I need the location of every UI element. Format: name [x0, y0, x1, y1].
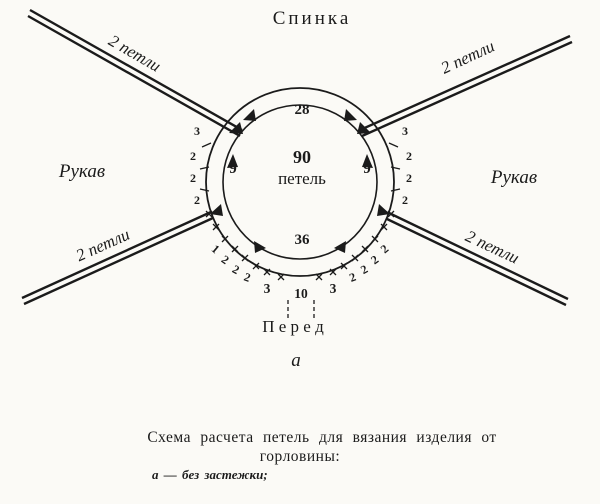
direction-arrows — [210, 109, 390, 253]
bottom-right-big-count: 3 — [330, 281, 337, 296]
count: 2 — [194, 193, 200, 207]
x-mark-icon — [221, 235, 229, 243]
sleeve-right-label: Рукав — [490, 167, 537, 188]
count: 3 — [402, 124, 408, 138]
x-mark-icon — [315, 273, 323, 281]
center-stitch-unit: петель — [278, 169, 326, 188]
right-stitch-count: 9 — [363, 161, 371, 177]
front-leader-lines — [287, 300, 315, 318]
x-mark-icon — [205, 210, 213, 218]
tick-icon — [199, 188, 210, 192]
x-mark-icon — [231, 245, 239, 253]
x-mark-icon — [241, 254, 249, 262]
raglan-line-bottom-left — [21, 210, 214, 306]
count: 2 — [402, 193, 408, 207]
front-label: П е р е д — [262, 317, 324, 336]
stitch-x-marks — [205, 210, 395, 281]
count: 2 — [358, 262, 370, 277]
caption-note: а — без застежки; — [152, 467, 268, 482]
x-mark-icon — [252, 262, 260, 270]
left-column-counts: 3 2 2 2 — [190, 124, 200, 207]
left-stitch-count: 9 — [229, 161, 237, 177]
x-mark-icon — [351, 254, 359, 262]
count: 2 — [406, 149, 412, 163]
center-stitch-value: 90 — [293, 147, 311, 167]
arrow-icon — [227, 154, 238, 168]
caption-line1: Схема расчета петель для вязания изделия… — [147, 429, 496, 446]
bottom-left-big-count: 3 — [264, 281, 271, 296]
count: 2 — [406, 171, 412, 185]
count: 2 — [190, 171, 196, 185]
count: 2 — [190, 149, 196, 163]
arrow-icon — [334, 241, 346, 253]
arrow-icon — [243, 109, 256, 121]
raglan-line-bottom-right — [386, 211, 569, 307]
arrow-icon — [357, 122, 371, 134]
top-stitch-count: 28 — [295, 102, 310, 118]
x-mark-icon — [380, 223, 388, 231]
count: 2 — [242, 270, 252, 285]
raglan-line-top-left — [27, 8, 243, 138]
tick-icon — [390, 166, 401, 170]
raglan-line-top-right — [359, 34, 573, 138]
arrow-icon — [362, 154, 373, 168]
tick-icon — [390, 188, 401, 192]
x-mark-icon — [263, 268, 271, 276]
x-mark-icon — [361, 245, 369, 253]
back-label: Спинка — [273, 8, 352, 29]
tick-marks — [199, 142, 401, 192]
caption-line2: горловины: — [260, 448, 340, 465]
tick-icon — [388, 142, 399, 148]
count: 2 — [230, 262, 242, 277]
sleeve-left-label: Рукав — [58, 161, 105, 182]
right-column-counts: 3 2 2 2 — [402, 124, 412, 207]
outer-circle — [205, 87, 395, 277]
arrow-icon — [229, 122, 243, 134]
x-mark-icon — [340, 262, 348, 270]
tick-icon — [199, 166, 210, 170]
tick-icon — [201, 142, 212, 148]
x-mark-icon — [212, 223, 220, 231]
count: 3 — [194, 124, 200, 138]
count: 2 — [347, 270, 357, 285]
arrow-icon — [377, 204, 390, 216]
x-mark-icon — [329, 268, 337, 276]
x-mark-icon — [371, 235, 379, 243]
x-mark-icon — [277, 273, 285, 281]
arrow-icon — [344, 109, 357, 121]
x-mark-icon — [387, 210, 395, 218]
bottom-stitch-count: 36 — [295, 232, 311, 248]
arrow-icon — [210, 204, 223, 216]
arrow-icon — [254, 241, 266, 253]
inner-circle — [222, 104, 378, 260]
bottom-center-count: 10 — [294, 286, 308, 301]
variant-label: а — [291, 350, 301, 371]
